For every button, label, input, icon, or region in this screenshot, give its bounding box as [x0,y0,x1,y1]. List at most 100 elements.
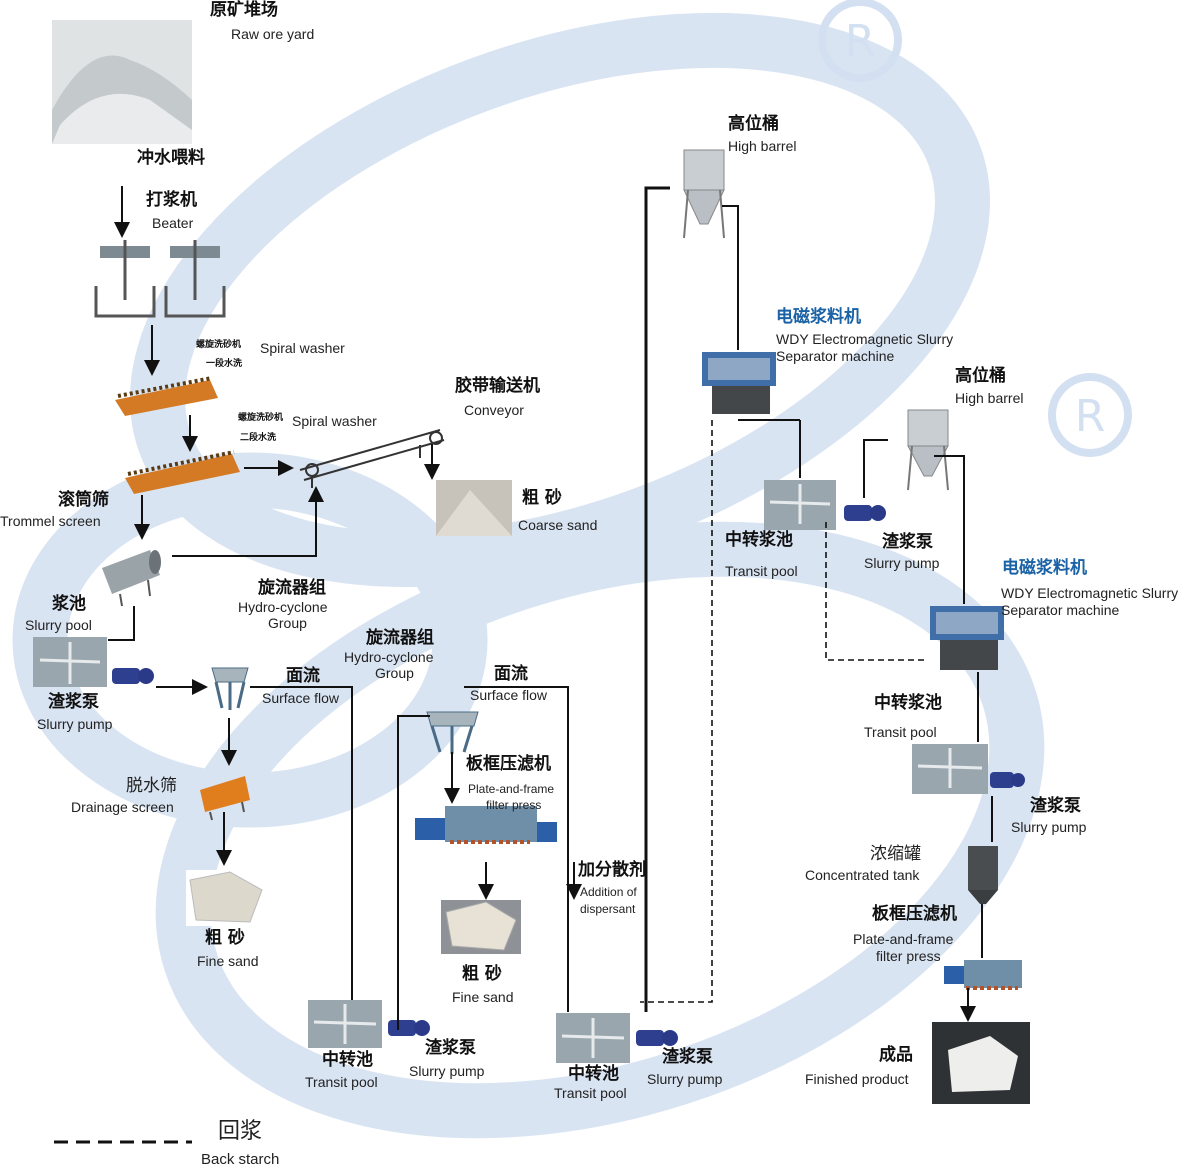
registered-mark-r-2: R [1075,391,1106,442]
pump1-label-en: Slurry pump [37,716,113,732]
filter-press-2 [944,960,1022,990]
pump3-label-en: Slurry pump [647,1071,723,1087]
coarse-sand-label-en: Coarse sand [518,517,598,533]
conveyor-label-en: Conveyor [464,402,524,418]
conveyor-machine [299,429,445,488]
slurry-pump-4 [844,505,886,521]
transit2-label-en: Transit pool [554,1085,627,1101]
watermark [12,12,1045,1139]
surface2-label-en: Surface flow [470,687,548,703]
dispersant-label-zh: 加分散剂 [578,860,646,880]
sep2-label-en1: WDY Electromagnetic Slurry [1001,585,1179,601]
raw-ore-label-zh: 原矿堆场 [210,0,278,20]
hydro2-label-en2: Group [375,665,414,681]
raw-ore-photo [52,20,192,144]
hydro1-label-zh: 旋流器组 [258,578,326,598]
legend-label-en: Back starch [201,1151,280,1168]
transit4-label-zh: 中转浆池 [874,693,942,713]
back-starch-lines [54,420,924,1144]
high-barrel-1 [683,149,725,239]
dispersant-label-en1: Addition of [580,885,637,899]
conveyor-label-zh: 胶带输送机 [455,376,540,396]
hydro2-label-zh: 旋流器组 [366,628,434,648]
pump2-label-zh: 渣浆泵 [425,1038,476,1058]
sep1-label-en2: Separator machine [776,348,895,364]
coarse-sand-photo [436,480,512,536]
drainage-screen [200,776,250,821]
spiral-washer-1 [115,376,218,416]
pump1-label-zh: 渣浆泵 [48,692,99,712]
trommel-machine [102,550,161,607]
trommel-label-en: Trommel screen [0,513,101,529]
fine-sand-label-zh: 粗 砂 [205,928,245,948]
filter2-label-en2: filter press [876,948,941,964]
slurry-pool-label-en: Slurry pool [25,617,92,633]
barrel2-label-en: High barrel [955,390,1024,406]
hydro1-label-en2: Group [268,615,307,631]
concentrated-tank [968,846,998,904]
fine-sand-label-en: Fine sand [197,953,259,969]
registered-mark-icon [818,0,1132,457]
transit1-label-en: Transit pool [305,1074,378,1090]
transit3-label-en: Transit pool [725,563,798,579]
filter2-label-zh: 板框压滤机 [872,904,957,924]
sep1-label-en1: WDY Electromagnetic Slurry [776,331,954,347]
surface2-label-zh: 面流 [494,664,528,684]
pump5-label-en: Slurry pump [1011,819,1087,835]
transit-pool-4-photo [912,744,988,794]
hydro1-label-en1: Hydro-cyclone [238,599,328,615]
transit-pool-2-photo [556,1013,630,1063]
fine-sand-photo [186,870,268,926]
coarse-sand-label-zh: 粗 砂 [522,488,562,508]
barrel1-label-zh: 高位桶 [728,114,779,134]
transit1-label-zh: 中转池 [322,1050,373,1070]
slurry-pool-label-zh: 浆池 [52,594,86,614]
transit-pool-3-photo [764,480,836,530]
barrel1-label-en: High barrel [728,138,797,154]
filter1-label-en1: Plate-and-frame [468,782,555,796]
hydro2-label-en1: Hydro-cyclone [344,649,434,665]
fine-sand-2-photo [441,900,521,954]
raw-ore-label-en: Raw ore yard [231,26,315,42]
legend-label-zh: 回浆 [218,1119,263,1144]
spiral1-label-zh1: 螺旋洗砂机 [196,340,242,350]
hydrocyclone-2 [426,711,479,754]
drain-label-zh: 脱水筛 [126,776,177,796]
electromagnetic-separator-2 [930,606,1004,670]
sep2-label-en2: Separator machine [1001,602,1120,618]
spiral1-label-en: Spiral washer [260,340,345,356]
pump2-label-en: Slurry pump [409,1063,485,1079]
product-label-zh: 成品 [879,1045,913,1065]
slurry-pump-2 [388,1020,430,1036]
slurry-pump-1 [112,668,154,684]
flow-lines [108,186,993,1030]
fine-sand2-label-zh: 粗 砂 [462,964,502,984]
transit3-label-zh: 中转浆池 [725,530,793,550]
spiral2-label-en: Spiral washer [292,413,377,429]
beater-label-en: Beater [152,215,194,231]
registered-mark-r: R [845,16,876,67]
pump4-label-en: Slurry pump [864,555,940,571]
transit4-label-en: Transit pool [864,724,937,740]
tank-label-en: Concentrated tank [805,867,920,883]
pump3-label-zh: 渣浆泵 [662,1047,713,1067]
trommel-label-zh: 滚筒筛 [58,490,109,510]
slurry-pool-photo [33,637,107,687]
fine-sand2-label-en: Fine sand [452,989,514,1005]
spiral2-label-zh2: 二段水洗 [240,433,277,443]
slurry-pump-3 [636,1030,678,1046]
barrel2-label-zh: 高位桶 [955,366,1006,386]
transit2-label-zh: 中转池 [568,1064,619,1084]
hydrocyclone-1 [211,667,249,710]
pump4-label-zh: 渣浆泵 [882,532,933,552]
filter2-label-en1: Plate-and-frame [853,931,954,947]
electromagnetic-separator-1 [702,352,776,414]
tank-label-zh: 浓缩罐 [870,844,921,864]
sep1-label-zh: 电磁浆料机 [776,307,861,327]
beater-machine [94,240,226,318]
surface1-label-zh: 面流 [286,666,320,686]
high-barrel-2 [907,409,949,491]
dispersant-label-en2: dispersant [580,902,636,916]
drain-label-en: Drainage screen [71,799,174,815]
